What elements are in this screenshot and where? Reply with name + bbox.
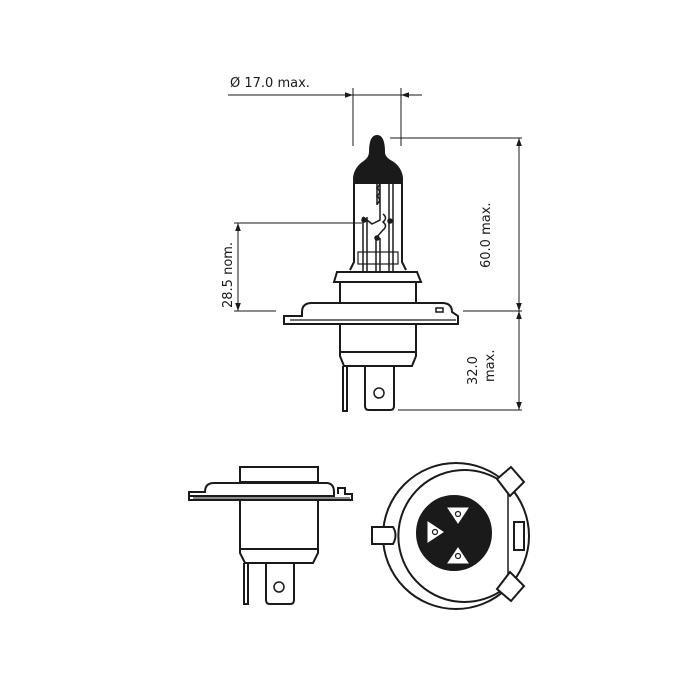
bulb-base-bottom-view: [371, 462, 530, 610]
locating-lug-bottom: [495, 570, 526, 603]
upper-collar: [239, 466, 319, 483]
flange: [188, 482, 335, 497]
contact-disc: [416, 495, 492, 571]
diameter-label: Ø 17.0 max.: [230, 76, 310, 91]
filament-assembly: [357, 179, 399, 272]
locating-tab-left: [371, 526, 397, 545]
terminal-thin: [342, 366, 348, 412]
overall-height-dimension: [390, 137, 522, 312]
inner-ring: [397, 469, 506, 603]
glass-envelope: [349, 183, 407, 271]
terminal-blade: [364, 366, 395, 411]
locating-lug-top: [495, 465, 526, 498]
light-center-dimension: [234, 222, 362, 312]
diameter-dimension: [228, 88, 422, 146]
light-center-label: 28.5 nom.: [221, 242, 236, 308]
locating-slot: [513, 521, 525, 551]
bulb-rotated-side-view: [188, 466, 353, 605]
pin-top: [447, 507, 469, 524]
terminal-hole: [373, 387, 385, 399]
pin-left: [427, 521, 444, 543]
upper-collar: [332, 271, 423, 283]
flange: [283, 302, 459, 325]
terminal-blade: [265, 563, 295, 605]
base-height-qualifier: max.: [483, 350, 498, 382]
bulb-tip-coating: [353, 134, 403, 184]
bulb-side-view: [283, 134, 459, 412]
flange-tab: [435, 307, 444, 313]
lower-base: [239, 500, 319, 564]
pin-bottom: [447, 547, 469, 564]
terminal-thin: [243, 563, 249, 605]
lower-base: [339, 324, 417, 367]
base-height-value: 32.0: [466, 356, 481, 385]
base-height-dimension: [398, 311, 522, 411]
terminal-hole: [273, 581, 285, 593]
overall-height-label: 60.0 max.: [479, 202, 494, 268]
